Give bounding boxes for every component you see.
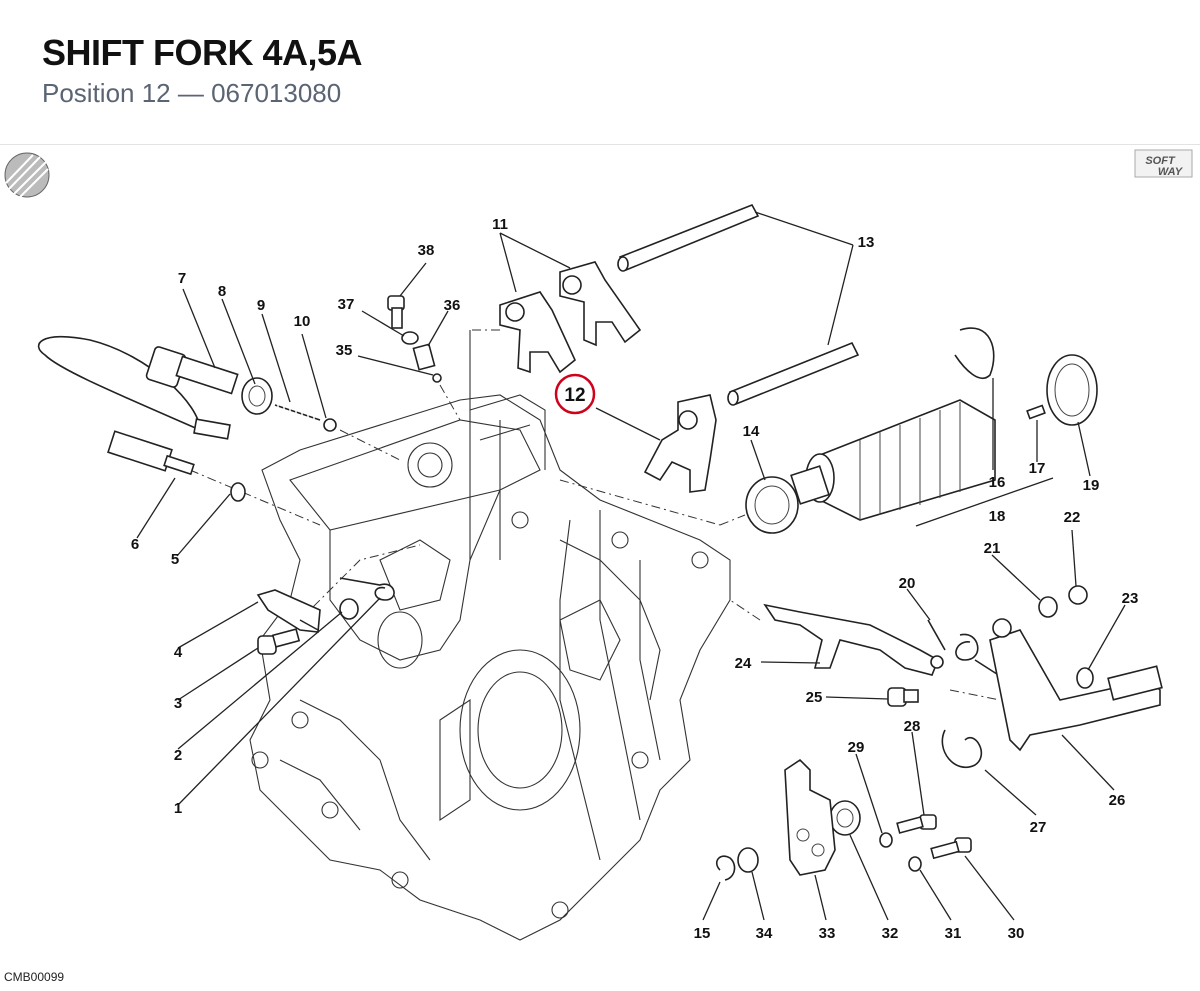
selector-shaft-26 bbox=[989, 618, 1163, 752]
callout-38: 38 bbox=[418, 242, 435, 259]
callout-4: 4 bbox=[174, 644, 183, 661]
circlip-15 bbox=[715, 855, 736, 881]
callout-26: 26 bbox=[1109, 792, 1126, 809]
callout-14: 14 bbox=[743, 423, 760, 440]
page-subtitle: Position 12 — 067013080 bbox=[42, 78, 342, 108]
screw-25 bbox=[887, 687, 919, 707]
washer-34 bbox=[737, 847, 759, 873]
screw-38 bbox=[387, 295, 405, 329]
softway-logo: SOFT WAY bbox=[1134, 149, 1193, 178]
callout-25: 25 bbox=[806, 689, 823, 706]
shift-fork-11a bbox=[499, 291, 576, 374]
callout-16: 16 bbox=[989, 474, 1006, 491]
callout-11: 11 bbox=[492, 216, 508, 233]
fork-rod-13b bbox=[727, 341, 860, 406]
callout-22: 22 bbox=[1064, 509, 1081, 526]
svg-text:SOFT: SOFT bbox=[1145, 155, 1176, 167]
callout-5: 5 bbox=[171, 551, 179, 568]
callout-19: 19 bbox=[1083, 477, 1100, 494]
callout-3: 3 bbox=[174, 695, 182, 712]
clip-22 bbox=[1068, 585, 1088, 605]
washer-29 bbox=[879, 832, 893, 848]
washer-2 bbox=[339, 598, 359, 620]
leader-lines bbox=[136, 211, 1126, 921]
callout-35: 35 bbox=[336, 342, 353, 359]
callout-36: 36 bbox=[444, 297, 461, 314]
washer-32 bbox=[829, 800, 861, 836]
callout-37: 37 bbox=[338, 296, 355, 313]
circlip-16 bbox=[954, 327, 995, 379]
callout-6: 6 bbox=[131, 536, 139, 553]
callout-18: 18 bbox=[989, 508, 1006, 525]
pin-17 bbox=[1026, 404, 1046, 420]
washer-8 bbox=[241, 377, 273, 415]
washer-5 bbox=[230, 482, 246, 502]
spring-36 bbox=[412, 343, 436, 371]
callout-12: 12 bbox=[564, 385, 585, 406]
highlight-ring bbox=[554, 373, 596, 415]
bolt-28 bbox=[896, 814, 937, 834]
shift-drum-18 bbox=[790, 399, 996, 521]
callout-33: 33 bbox=[819, 925, 836, 942]
callout-2: 2 bbox=[174, 747, 182, 764]
callout-8: 8 bbox=[218, 283, 226, 300]
callout-28: 28 bbox=[904, 718, 921, 735]
bolt-3 bbox=[257, 628, 301, 655]
callout-20: 20 bbox=[899, 575, 916, 592]
sensor-with-cable bbox=[37, 335, 231, 476]
callout-27: 27 bbox=[1030, 819, 1047, 836]
callout-31: 31 bbox=[945, 925, 962, 942]
fork-rod-13a bbox=[617, 203, 760, 272]
hatched-circle-icon bbox=[4, 152, 50, 200]
spring-20 bbox=[927, 619, 1001, 677]
callout-24: 24 bbox=[735, 655, 752, 672]
bolt-30 bbox=[930, 837, 972, 860]
callout-13: 13 bbox=[858, 234, 875, 251]
callout-labels: 7 8 9 10 11 13 14 16 17 18 19 38 37 36 3… bbox=[131, 216, 1139, 942]
spring-1 bbox=[339, 577, 395, 601]
crankcase-drawing bbox=[249, 330, 731, 941]
callout-9: 9 bbox=[257, 297, 265, 314]
callout-21: 21 bbox=[984, 540, 1001, 557]
plug-bolt-7 bbox=[145, 346, 239, 395]
ball-35 bbox=[432, 373, 442, 383]
ball-10 bbox=[323, 418, 337, 432]
spring-9 bbox=[274, 400, 321, 424]
callout-10: 10 bbox=[294, 313, 311, 330]
shift-fork-11b bbox=[559, 261, 642, 347]
callout-32: 32 bbox=[882, 925, 899, 942]
svg-text:WAY: WAY bbox=[1158, 166, 1184, 178]
callout-30: 30 bbox=[1008, 925, 1025, 942]
washer-21 bbox=[1038, 596, 1058, 618]
bush-23 bbox=[1076, 667, 1094, 689]
washer-31 bbox=[908, 856, 922, 872]
lever-24 bbox=[763, 603, 940, 676]
washer-37 bbox=[401, 331, 419, 345]
header-divider bbox=[0, 144, 1200, 145]
plate-33 bbox=[784, 758, 836, 876]
callout-1: 1 bbox=[174, 800, 182, 817]
callout-23: 23 bbox=[1122, 590, 1139, 607]
highlight-callout-12[interactable]: 12 bbox=[554, 373, 596, 415]
callout-17: 17 bbox=[1029, 460, 1046, 477]
page-title: SHIFT FORK 4A,5A bbox=[42, 32, 363, 73]
callout-15: 15 bbox=[694, 925, 711, 942]
shift-fork-12 bbox=[643, 394, 717, 493]
callout-7: 7 bbox=[178, 270, 186, 287]
assembly-lines bbox=[189, 329, 1001, 701]
spring-27 bbox=[941, 729, 982, 768]
washer-14 bbox=[745, 476, 799, 534]
callout-34: 34 bbox=[756, 925, 773, 942]
callout-29: 29 bbox=[848, 739, 865, 756]
drawing-code: CMB00099 bbox=[4, 970, 65, 984]
